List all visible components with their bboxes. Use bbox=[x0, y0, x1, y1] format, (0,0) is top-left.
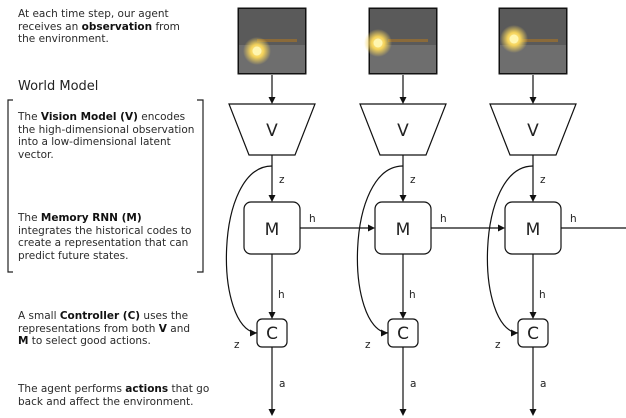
arrowhead bbox=[529, 97, 537, 104]
memory-rnn-description: The Memory RNN (M) integrates the histor… bbox=[18, 212, 192, 262]
memory-label: M bbox=[526, 220, 541, 240]
action-a-label: a bbox=[410, 378, 416, 390]
arrowhead bbox=[381, 329, 388, 337]
frame-wall-detail bbox=[257, 39, 297, 42]
vision-label: V bbox=[266, 121, 278, 141]
arrowhead bbox=[399, 312, 407, 319]
latent-z-label: z bbox=[410, 174, 416, 186]
controller-label: C bbox=[266, 324, 278, 344]
action-a-label: a bbox=[540, 378, 546, 390]
arrow-z-to-c bbox=[486, 165, 534, 334]
frame-wall-detail bbox=[518, 39, 558, 42]
arrowhead bbox=[498, 224, 505, 232]
arrowhead bbox=[529, 312, 537, 319]
arrowhead bbox=[511, 329, 518, 337]
observation-description: At each time step, our agent receives an… bbox=[18, 8, 180, 45]
right-bracket bbox=[197, 99, 204, 273]
vision-model-v bbox=[228, 103, 316, 156]
arrowhead bbox=[268, 195, 276, 202]
memory-label: M bbox=[265, 220, 280, 240]
latent-z-label: z bbox=[279, 174, 285, 186]
arrowhead bbox=[399, 409, 407, 416]
arrowhead bbox=[268, 312, 276, 319]
action-description: The agent performs actions that go back … bbox=[18, 383, 210, 408]
recurrent-h-label: h bbox=[440, 213, 447, 225]
arrowhead bbox=[529, 195, 537, 202]
vision-label: V bbox=[527, 121, 539, 141]
hidden-h-label: h bbox=[278, 289, 285, 301]
vision-model-description: The Vision Model (V) encodes the high-di… bbox=[18, 111, 195, 161]
frame-wall-detail bbox=[388, 39, 428, 42]
memory-label: M bbox=[396, 220, 411, 240]
controller-label: C bbox=[527, 324, 539, 344]
fireball-core bbox=[509, 34, 519, 44]
vision-label: V bbox=[397, 121, 409, 141]
action-a-label: a bbox=[279, 378, 285, 390]
left-bracket bbox=[7, 99, 13, 273]
arrowhead bbox=[529, 409, 537, 416]
recurrent-h-label: h bbox=[309, 213, 316, 225]
observation-frame bbox=[498, 7, 568, 75]
latent-z-label: z bbox=[540, 174, 546, 186]
arrowhead bbox=[368, 224, 375, 232]
controller-description: A small Controller (C) uses the represen… bbox=[18, 310, 191, 347]
observation-frame bbox=[237, 7, 307, 75]
arrow-z-to-c bbox=[356, 165, 404, 334]
vision-model-v bbox=[359, 103, 447, 156]
latent-z-to-c-label: z bbox=[234, 339, 240, 351]
fireball-core bbox=[373, 38, 383, 48]
hidden-h-label: h bbox=[409, 289, 416, 301]
vision-model-v bbox=[489, 103, 577, 156]
arrowhead bbox=[399, 195, 407, 202]
section-title-world-model: World Model bbox=[18, 79, 99, 94]
arrowhead bbox=[250, 329, 257, 337]
arrow-z-to-c bbox=[225, 165, 273, 334]
latent-z-to-c-label: z bbox=[365, 339, 371, 351]
hidden-h-label: h bbox=[539, 289, 546, 301]
arrowhead bbox=[268, 409, 276, 416]
observation-frame bbox=[364, 7, 438, 75]
arrowhead bbox=[399, 97, 407, 104]
fireball-core bbox=[252, 46, 262, 56]
recurrent-h-label: h bbox=[570, 213, 577, 225]
controller-label: C bbox=[397, 324, 409, 344]
latent-z-to-c-label: z bbox=[495, 339, 501, 351]
arrowhead bbox=[268, 97, 276, 104]
